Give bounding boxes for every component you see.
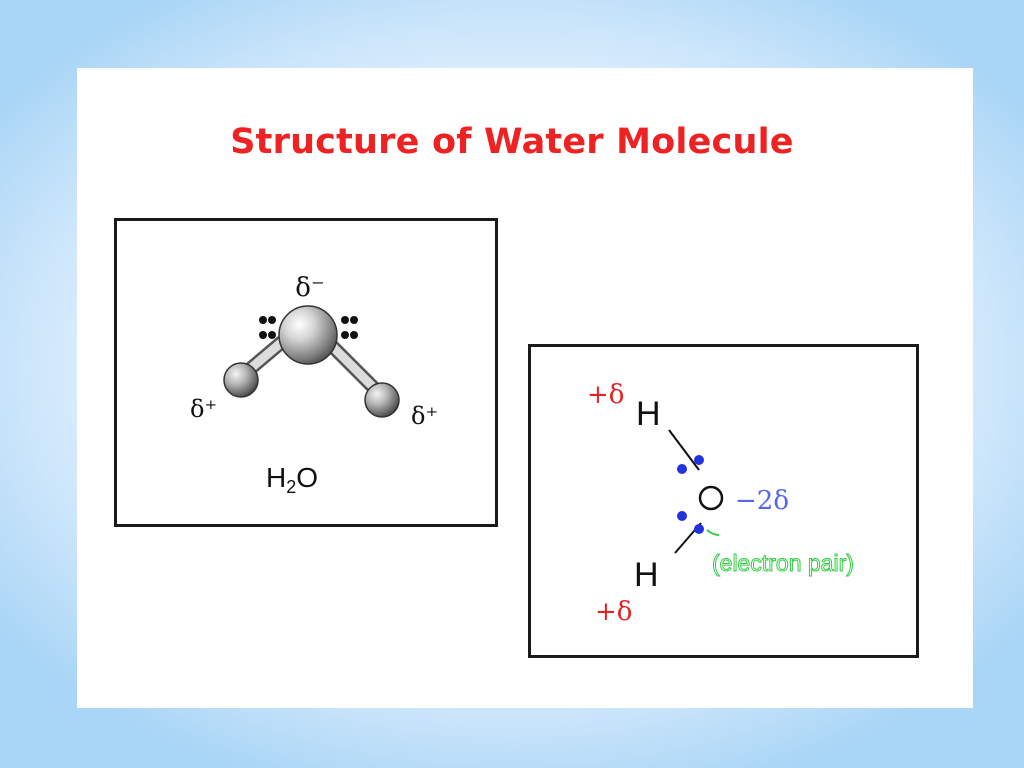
- hydrogen-left-charge-label: δ⁺: [190, 395, 217, 423]
- electron-pair-pointer: [706, 529, 720, 536]
- lone-pair-left: [259, 316, 276, 339]
- lone-pair-right: [341, 316, 358, 339]
- electron-pair-annotation: (electron pair): [712, 550, 854, 576]
- bottom-hydrogen-symbol: H: [634, 556, 659, 594]
- oxygen-atom-ring: [698, 485, 724, 511]
- hydrogen-atom-right: [364, 382, 400, 418]
- ball-stick-model-panel: δ⁻ δ⁺ δ⁺ H2O: [114, 218, 498, 527]
- bond-top: [668, 429, 700, 471]
- electron-pair-lower: [677, 511, 704, 534]
- ball-stick-diagram: δ⁻ δ⁺ δ⁺ H2O: [190, 273, 438, 497]
- formula-o: O: [296, 462, 318, 493]
- top-hydrogen-symbol: H: [636, 395, 661, 433]
- top-hydrogen-charge: +δ: [587, 380, 624, 410]
- slide-title: Structure of Water Molecule: [230, 122, 794, 162]
- electron-pair-upper: [677, 455, 704, 474]
- hydrogen-atom-left: [223, 362, 259, 398]
- formula-label: H2O: [266, 462, 318, 497]
- oxygen-charge-label: −2δ: [735, 486, 789, 516]
- hydrogen-right-charge-label: δ⁺: [411, 402, 438, 430]
- oxygen-atom: [278, 305, 338, 365]
- oxygen-charge-label: δ⁻: [295, 273, 324, 303]
- formula-subscript: 2: [286, 477, 296, 497]
- formula-h: H: [266, 462, 286, 493]
- lewis-structure-panel: +δ H −2δ (electron pair) H +δ: [528, 344, 919, 658]
- bottom-hydrogen-charge: +δ: [595, 597, 632, 627]
- lewis-diagram: +δ H −2δ (electron pair) H +δ: [587, 380, 854, 627]
